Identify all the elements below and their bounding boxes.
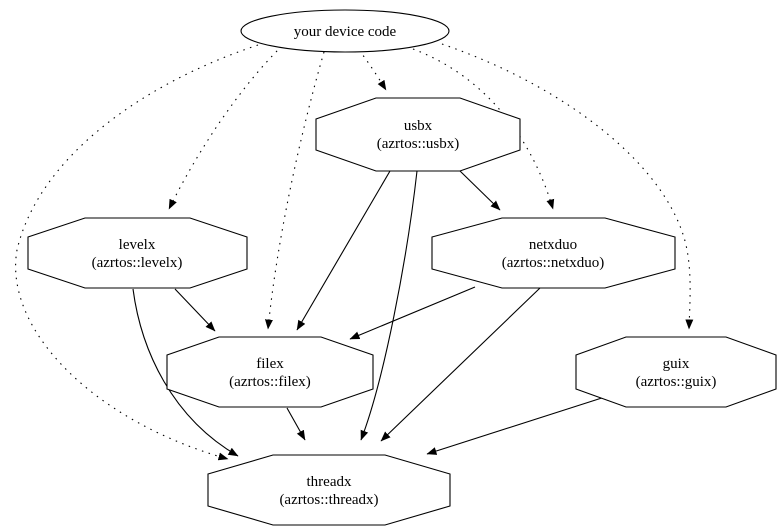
edge-device-code-to-filex: [264, 51, 325, 330]
node-guix-sublabel: (azrtos::guix): [636, 374, 717, 390]
node-device-code-label: your device code: [294, 24, 397, 40]
node-usbx: usbx (azrtos::usbx): [315, 97, 521, 172]
edge-guix-to-threadx: [426, 395, 609, 455]
node-threadx-label: threadx: [307, 474, 352, 490]
node-guix: guix (azrtos::guix): [575, 336, 777, 408]
node-filex-label: filex: [256, 356, 284, 372]
node-device-code-shape: [240, 9, 450, 53]
node-levelx: levelx (azrtos::levelx): [27, 217, 248, 289]
edges: [15, 43, 694, 461]
node-levelx-label: levelx: [119, 237, 156, 253]
edge-device-code-to-usbx: [358, 49, 387, 91]
node-guix-shape: [575, 336, 777, 408]
node-netxduo-sublabel: (azrtos::netxduo): [502, 255, 604, 271]
edge-levelx-to-filex: [174, 288, 216, 332]
edge-filex-to-threadx: [286, 407, 306, 441]
node-filex: filex (azrtos::filex): [166, 336, 374, 408]
edge-usbx-to-netxduo: [459, 170, 501, 211]
edge-device-code-to-guix: [441, 43, 694, 330]
edge-netxduo-to-threadx: [380, 287, 541, 442]
edge-device-code-to-levelx: [168, 45, 283, 210]
edge-levelx-to-threadx: [132, 288, 239, 457]
edge-netxduo-to-filex: [349, 286, 476, 340]
node-netxduo-shape: [431, 217, 676, 289]
node-guix-label: guix: [663, 356, 690, 372]
edge-device-code-to-threadx: [15, 44, 259, 461]
node-filex-sublabel: (azrtos::filex): [229, 374, 311, 390]
node-netxduo-label: netxduo: [529, 237, 577, 253]
node-threadx-sublabel: (azrtos::threadx): [279, 492, 378, 508]
edge-usbx-to-filex: [296, 170, 391, 331]
node-filex-shape: [166, 336, 374, 408]
node-threadx-shape: [207, 454, 451, 526]
edge-device-code-to-netxduo: [412, 48, 555, 210]
node-netxduo: netxduo (azrtos::netxduo): [431, 217, 676, 289]
node-usbx-sublabel: (azrtos::usbx): [377, 136, 459, 152]
node-threadx: threadx (azrtos::threadx): [207, 454, 451, 526]
node-levelx-shape: [27, 217, 248, 289]
edge-usbx-to-threadx: [360, 170, 418, 441]
node-usbx-label: usbx: [404, 118, 433, 134]
node-usbx-shape: [315, 97, 521, 172]
node-levelx-sublabel: (azrtos::levelx): [92, 255, 183, 271]
node-device-code: your device code: [240, 9, 450, 53]
